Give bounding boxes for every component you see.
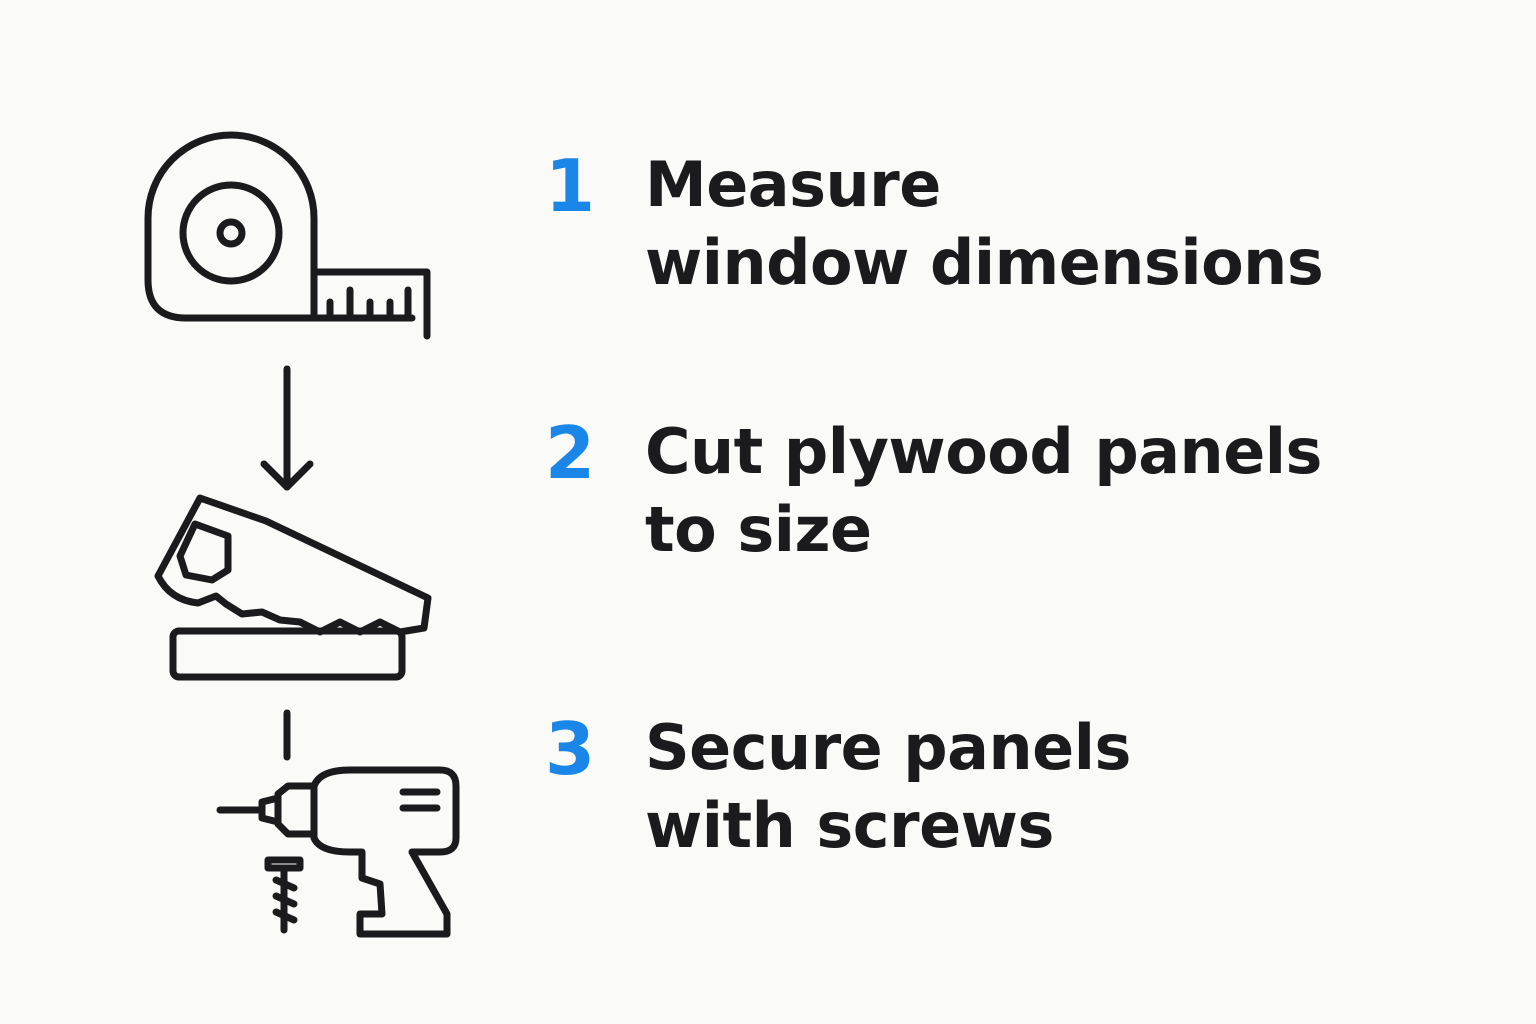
step-line: Cut plywood panels (645, 415, 1322, 488)
step-number: 3 (544, 707, 596, 791)
step-line: Secure panels (645, 711, 1131, 784)
step-line: Measure (645, 148, 941, 221)
down-arrow-icon (260, 365, 314, 491)
tape-measure-icon (144, 131, 431, 340)
step-line: with screws (645, 789, 1054, 862)
step-description: Cut plywood panels to size (645, 413, 1322, 569)
hand-saw-icon (154, 494, 432, 681)
power-drill-icon (216, 766, 460, 938)
step-description: Secure panels with screws (645, 709, 1131, 865)
step-line: window dimensions (645, 226, 1324, 299)
step-number: 2 (544, 411, 596, 495)
step-description: Measure window dimensions (645, 146, 1324, 302)
step-number: 1 (544, 144, 596, 228)
step-line: to size (645, 493, 872, 566)
